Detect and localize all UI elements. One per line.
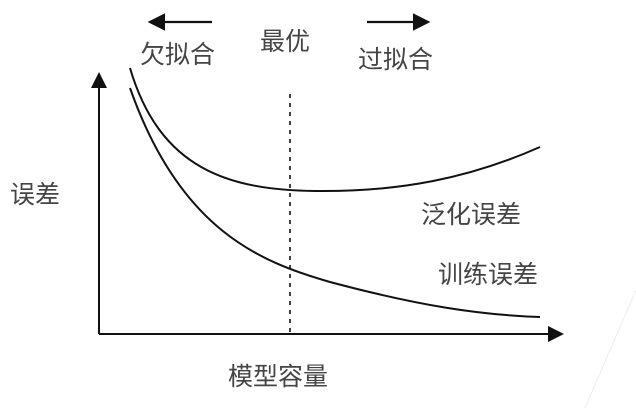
optimal-label: 最优 — [260, 27, 311, 56]
y-axis-label: 误差 — [10, 180, 61, 209]
generalization-error-label: 泛化误差 — [421, 200, 522, 229]
underfit-label: 欠拟合 — [140, 40, 216, 69]
training-error-label: 训练误差 — [438, 260, 539, 289]
generalization-error-curve — [129, 67, 541, 193]
faint-edge-line — [584, 289, 636, 408]
training-error-curve — [129, 87, 541, 318]
overfit-label: 过拟合 — [358, 45, 434, 74]
x-axis-label: 模型容量 — [228, 362, 329, 391]
